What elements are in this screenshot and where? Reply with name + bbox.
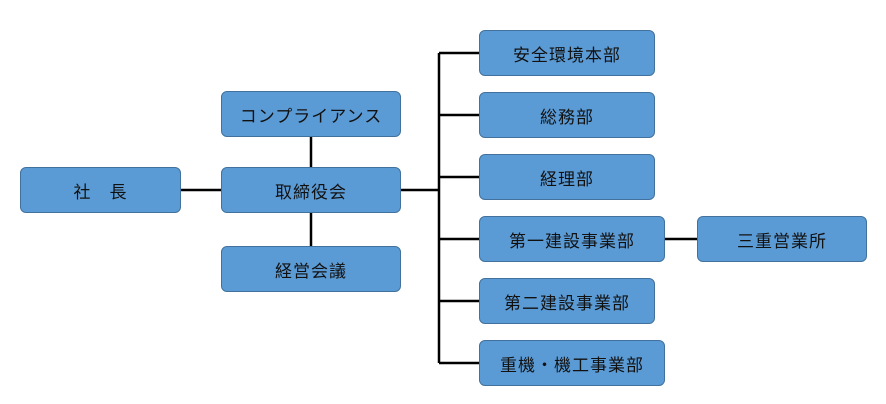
node-heavy-machinery: 重機・機工事業部: [479, 340, 665, 386]
node-management-meeting: 経営会議: [221, 246, 401, 292]
node-safety-environment-hq: 安全環境本部: [479, 30, 655, 76]
node-accounting: 経理部: [479, 154, 655, 200]
node-construction-1: 第一建設事業部: [479, 216, 665, 262]
node-general-affairs: 総務部: [479, 92, 655, 138]
node-compliance: コンプライアンス: [221, 91, 401, 137]
node-construction-2: 第二建設事業部: [479, 278, 655, 324]
node-president: 社 長: [20, 167, 181, 213]
node-board: 取締役会: [221, 167, 401, 213]
node-mie-office: 三重営業所: [697, 216, 867, 262]
